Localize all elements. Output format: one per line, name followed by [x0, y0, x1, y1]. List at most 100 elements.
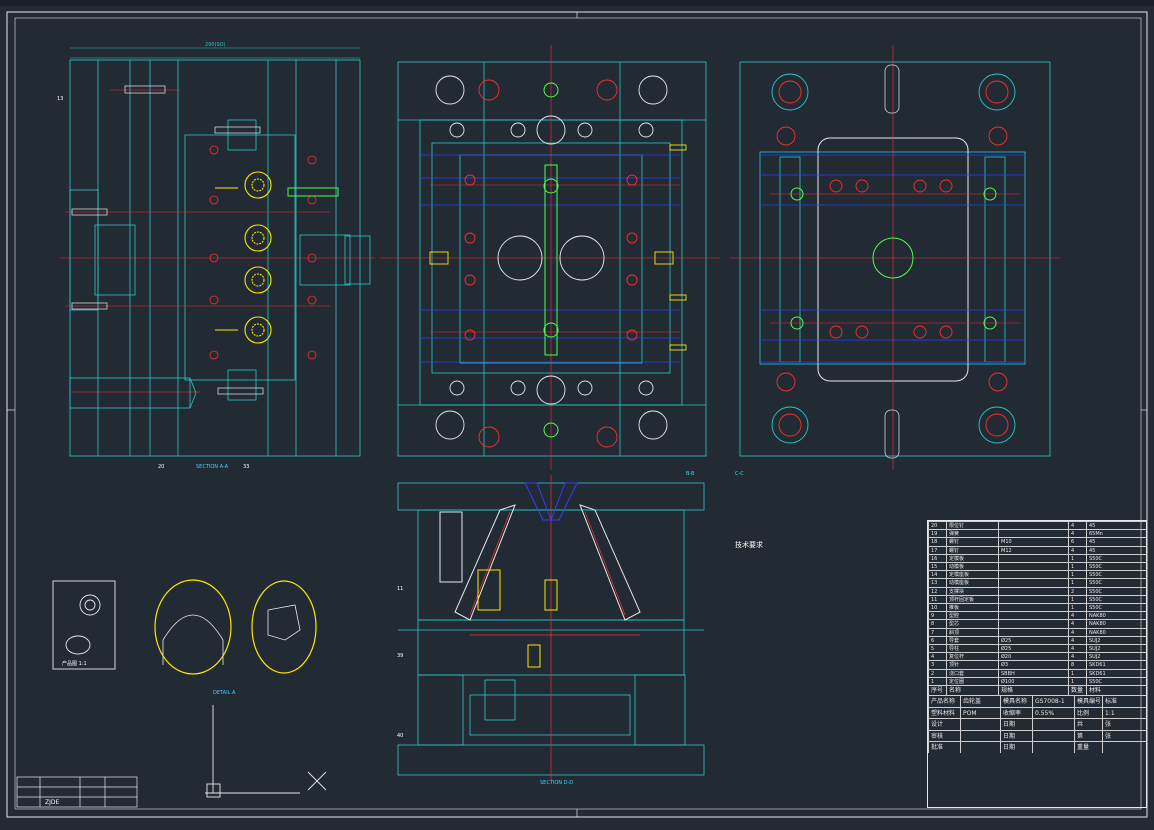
bom-cell: 复位杆: [946, 653, 998, 661]
bom-cell: S50C: [1086, 604, 1118, 612]
bom-cell: S50C: [1086, 587, 1118, 595]
bom-cell: 17: [928, 546, 946, 554]
sprue-center: [872, 237, 914, 279]
bom-cell: 19: [928, 530, 946, 538]
bom-cell: Ø3: [998, 661, 1068, 669]
title-cell: 塑料材料: [928, 707, 960, 719]
bom-cell: 动模座板: [946, 579, 998, 587]
right-red-holes: [776, 80, 1009, 437]
bom-cell: 65Mn: [1086, 530, 1118, 538]
title-cell: 齿轮盖: [960, 696, 1000, 707]
title-cell: 模具编号: [1074, 696, 1102, 707]
bom-cell: SKD61: [1086, 669, 1118, 677]
title-cell: GS7008-1: [1032, 696, 1074, 707]
title-cell: 重量: [1074, 742, 1102, 753]
bom-header-cell: 材料: [1086, 686, 1118, 696]
balloon: 33: [243, 464, 250, 470]
bom-cell: 4: [1068, 530, 1086, 538]
bom-header-cell: 数量: [1068, 686, 1086, 696]
center-redlines: [380, 45, 720, 470]
bom-cell: [998, 554, 1068, 562]
detail-inner: [162, 604, 301, 665]
tech-note: 技术要求: [735, 541, 763, 549]
bom-cell: Ø25: [998, 636, 1068, 644]
bom-cell: 动模板: [946, 563, 998, 571]
bom-header-cell: 名称: [946, 686, 998, 696]
bom-cell: 浇口套: [946, 669, 998, 677]
bom-cell: 4: [1068, 645, 1086, 653]
center-yellow-slots: [429, 144, 687, 351]
product-box: [52, 580, 116, 670]
bom-cell: 1: [1068, 595, 1086, 603]
product-shape: [65, 594, 101, 655]
title-cell: 日期: [1000, 719, 1032, 730]
detail-circles: [154, 579, 317, 675]
bom-cell: SKD61: [1086, 661, 1118, 669]
bom-cell: 定位圈: [946, 677, 998, 685]
title-cell: 共: [1074, 719, 1102, 730]
bom-cell: S50C: [1086, 554, 1118, 562]
top-bar: [0, 0, 1154, 6]
bom-cell: 1: [1068, 669, 1086, 677]
title-cell: 日期: [1000, 730, 1032, 742]
bom-cell: 12: [928, 587, 946, 595]
small-holes-left: [209, 145, 317, 360]
bom-cell: 螺钉: [946, 546, 998, 554]
bom-cell: 1: [1068, 563, 1086, 571]
inner-frame: [14, 17, 1142, 810]
bom-cell: S50C: [1086, 579, 1118, 587]
bom-cell: [998, 628, 1068, 636]
title-cell: 批准: [928, 742, 960, 753]
bom-cell: [998, 587, 1068, 595]
bom-cell: 6: [1068, 538, 1086, 546]
center-holes: [435, 75, 668, 440]
bom-cell: 螺钉: [946, 538, 998, 546]
balloon: 11: [397, 586, 404, 592]
balloon: 13: [57, 96, 64, 102]
title-cell: [1032, 730, 1074, 742]
bom-cell: SBBH: [998, 669, 1068, 677]
bom-cell: 10: [928, 604, 946, 612]
right-view: [739, 61, 1051, 457]
title-cell: [1032, 742, 1074, 753]
bom-cell: 9: [928, 612, 946, 620]
bom-cell: 8: [928, 620, 946, 628]
bom-cell: 顶杆固定板: [946, 595, 998, 603]
label-left-view: SECTION A-A: [196, 464, 229, 470]
bom-cell: 11: [928, 595, 946, 603]
title-cell: 日期: [1000, 742, 1032, 753]
title-cell: 比例: [1074, 707, 1102, 719]
center-green-parts: [543, 82, 559, 438]
title-row: 批准 日期 重量: [928, 741, 1146, 753]
bom-cell: 16: [928, 554, 946, 562]
bom-cell: 6: [928, 636, 946, 644]
bom-cell: 7: [928, 628, 946, 636]
title-cell: 产品名称: [928, 696, 960, 707]
bom-cell: 4: [1068, 612, 1086, 620]
bom-cell: 14: [928, 571, 946, 579]
frame-ticks: [7, 12, 1147, 817]
label-right-view: C-C: [735, 471, 744, 477]
title-cell: 审核: [928, 730, 960, 742]
bom-cell: 13: [928, 579, 946, 587]
title-cell: [1102, 742, 1146, 753]
overall-dimension: 290(SO): [205, 42, 226, 48]
bom-cell: M12: [998, 546, 1068, 554]
bom-cell: Ø100: [998, 677, 1068, 685]
bom-cell: [998, 530, 1068, 538]
bom-cell: 4: [1068, 620, 1086, 628]
bom-cell: [998, 571, 1068, 579]
right-holes: [771, 73, 1016, 444]
bom-cell: SUJ2: [1086, 645, 1118, 653]
bom-cell: 1: [1068, 554, 1086, 562]
label-detail-view: DETAIL A: [213, 690, 236, 696]
